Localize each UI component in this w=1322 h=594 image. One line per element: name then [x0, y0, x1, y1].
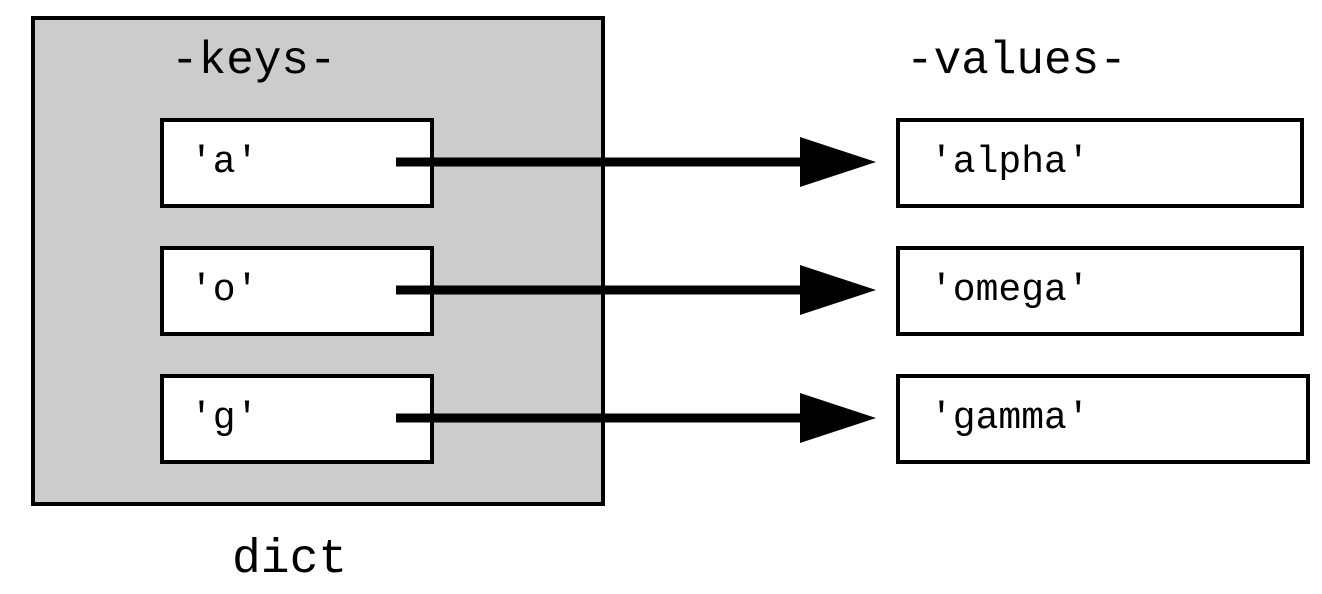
key-cell-o: 'o': [160, 246, 434, 336]
value-cell-omega: 'omega': [896, 246, 1304, 336]
dict-label: dict: [232, 533, 348, 587]
key-cell-a: 'a': [160, 118, 434, 208]
key-label: 'a': [190, 141, 259, 184]
value-cell-gamma: 'gamma': [896, 374, 1310, 464]
value-label: 'gamma': [930, 397, 1090, 440]
key-label: 'o': [190, 269, 259, 312]
value-label: 'alpha': [930, 141, 1090, 184]
value-cell-alpha: 'alpha': [896, 118, 1304, 208]
key-label: 'g': [190, 397, 259, 440]
values-heading: -values-: [906, 35, 1127, 87]
keys-heading: -keys-: [171, 35, 337, 87]
key-cell-g: 'g': [160, 374, 434, 464]
value-label: 'omega': [930, 269, 1090, 312]
